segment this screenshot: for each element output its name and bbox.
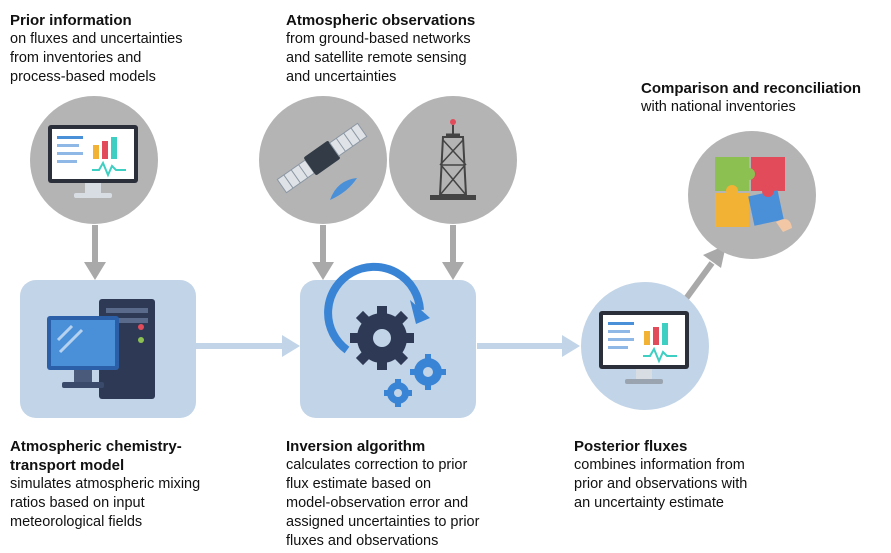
tower-icon — [430, 119, 476, 200]
inversion-title: Inversion algorithm — [286, 438, 426, 455]
inversion-text: Inversion algorithm calculates correctio… — [286, 437, 479, 551]
prior-info-text: Prior information on fluxes and uncertai… — [10, 11, 183, 87]
arrow-transport-to-inversion — [196, 335, 300, 357]
monitor-chart-icon — [48, 125, 138, 198]
arrow-satellite-to-inversion — [312, 225, 334, 280]
comparison-text: Comparison and reconciliation with natio… — [641, 79, 861, 117]
puzzle-icon — [715, 157, 792, 232]
satellite-node — [259, 96, 387, 224]
observations-line: from ground-based networks — [286, 31, 471, 47]
prior-info-line: process-based models — [10, 69, 156, 85]
posterior-line: an uncertainty estimate — [574, 495, 724, 511]
prior-info-line: from inventories and — [10, 50, 142, 66]
transport-line: ratios based on input — [10, 495, 145, 511]
arrow-posterior-to-comparison — [682, 245, 726, 302]
computer-icon — [47, 299, 155, 399]
inversion-line: assigned uncertainties to prior — [286, 514, 480, 530]
transport-text: Atmospheric chemistry- transport model s… — [10, 437, 200, 532]
transport-title-line: transport model — [10, 457, 125, 474]
gears-icon — [324, 262, 446, 407]
observations-line: and uncertainties — [286, 69, 397, 85]
arrow-tower-to-inversion — [442, 225, 464, 280]
prior-info-line: on fluxes and uncertainties — [10, 31, 183, 47]
observations-line: and satellite remote sensing — [286, 50, 467, 66]
transport-title-line: Atmospheric chemistry- — [10, 438, 182, 455]
inversion-line: model-observation error and — [286, 495, 469, 511]
comparison-title: Comparison and reconciliation — [641, 80, 862, 97]
posterior-line: combines information from — [574, 457, 745, 473]
observations-title: Atmospheric observations — [286, 12, 476, 29]
posterior-text: Posterior fluxes combines information fr… — [574, 437, 747, 513]
comparison-node — [688, 131, 816, 259]
satellite-icon — [276, 122, 368, 194]
transport-line: simulates atmospheric mixing — [10, 476, 201, 492]
comparison-line: with national inventories — [641, 99, 796, 115]
inversion-algorithm-node — [300, 262, 476, 418]
observations-text: Atmospheric observations from ground-bas… — [286, 11, 475, 87]
posterior-title: Posterior fluxes — [574, 438, 688, 455]
transport-model-node — [20, 280, 196, 418]
inversion-line: fluxes and observations — [286, 533, 439, 549]
posterior-node — [581, 282, 709, 410]
monitor-chart-icon — [599, 311, 689, 384]
inversion-line: flux estimate based on — [286, 476, 432, 492]
posterior-line: prior and observations with — [574, 476, 748, 492]
transport-line: meteorological fields — [10, 514, 143, 530]
tower-node — [389, 96, 517, 224]
arrow-prior-to-transport — [84, 225, 106, 280]
prior-info-node — [30, 96, 158, 224]
inversion-line: calculates correction to prior — [286, 457, 468, 473]
prior-info-title: Prior information — [10, 12, 132, 29]
arrow-inversion-to-posterior — [477, 335, 580, 357]
